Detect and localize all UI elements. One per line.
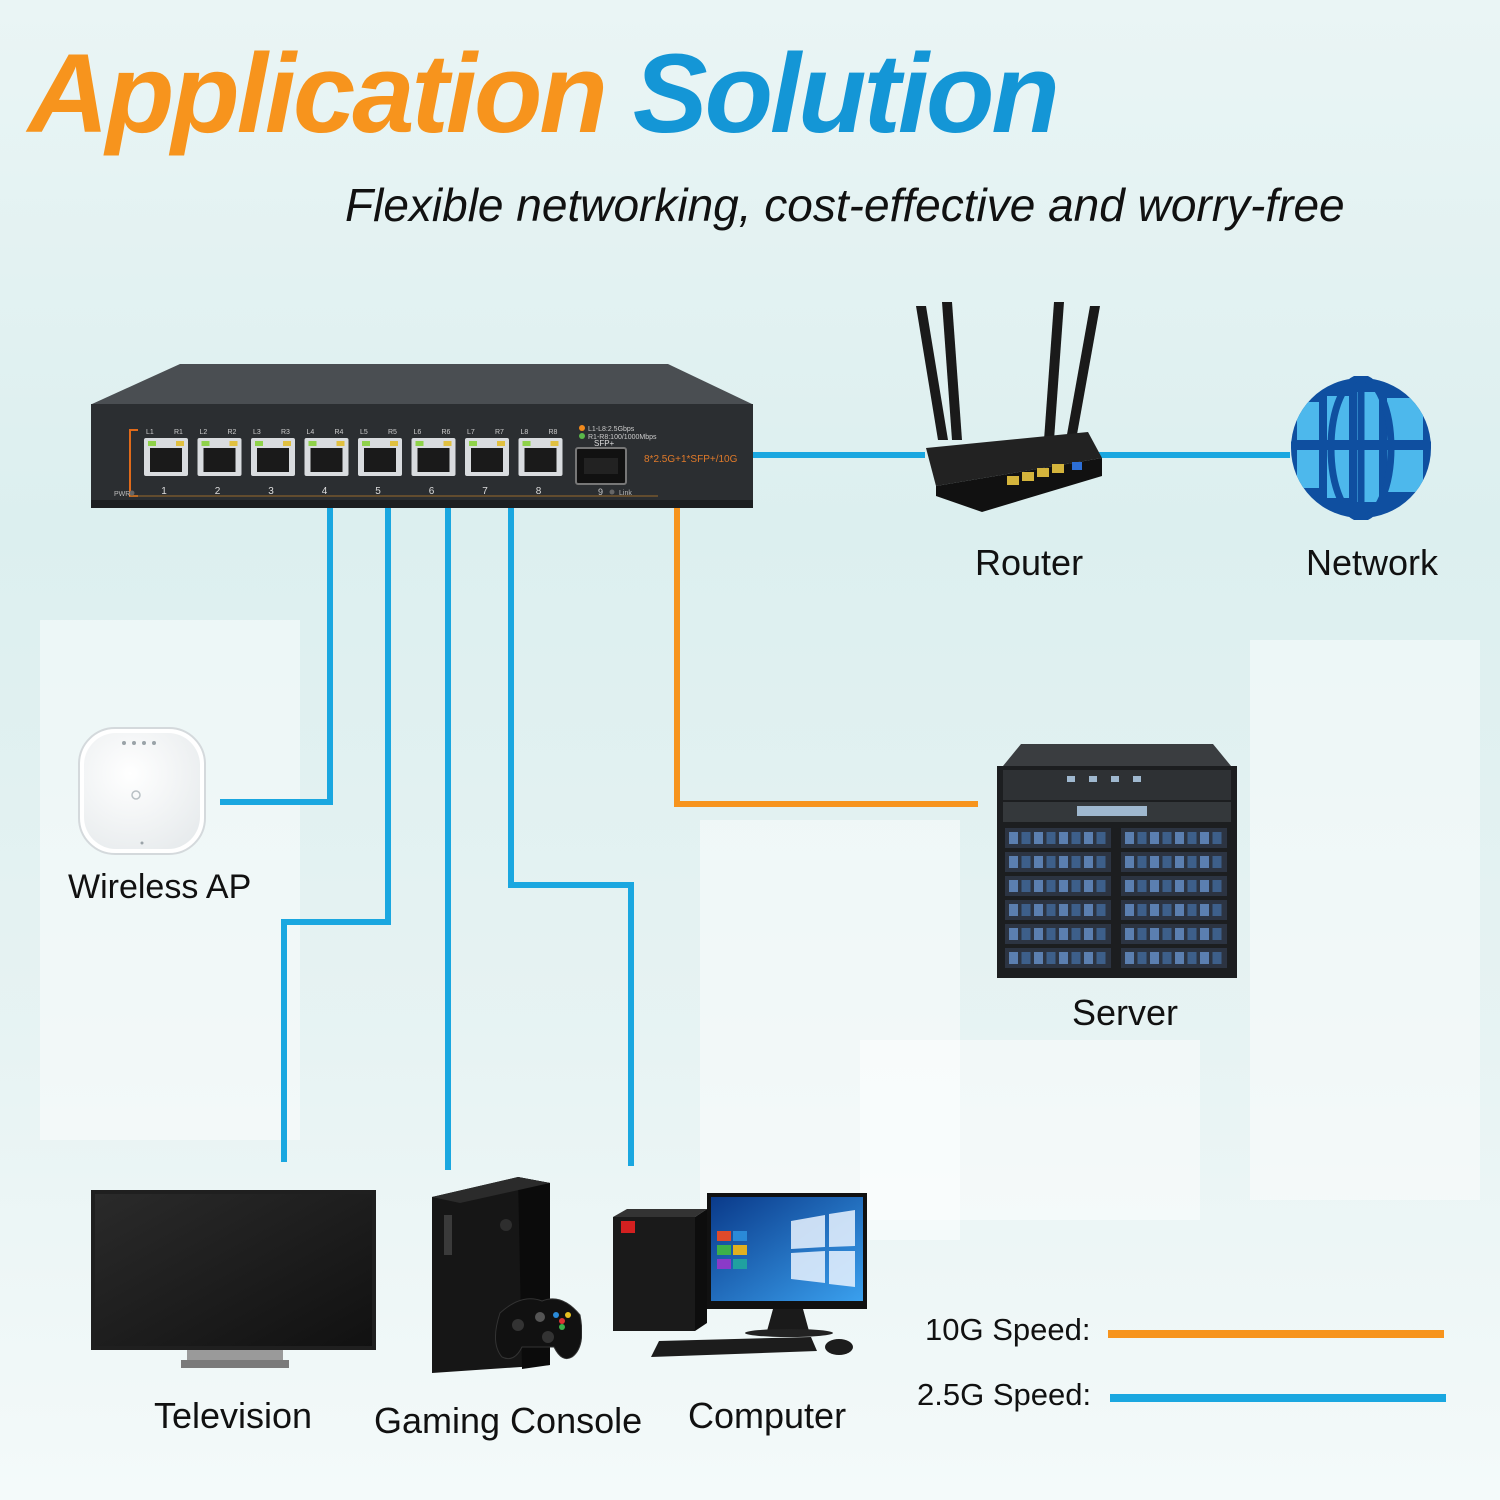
server-bay bbox=[1121, 924, 1227, 944]
port-top-label: L2 bbox=[200, 429, 208, 436]
port-number-label: 8 bbox=[536, 486, 542, 497]
gaming-console-icon bbox=[432, 1177, 582, 1373]
sfp-port-number: 9 bbox=[598, 487, 603, 497]
page-subtitle: Flexible networking, cost-effective and … bbox=[345, 179, 1345, 231]
port-number-label: 1 bbox=[161, 486, 167, 497]
port-top-label: R2 bbox=[228, 429, 237, 436]
link-switch-to-server bbox=[674, 505, 978, 807]
legend-10g-label: 10G Speed: bbox=[925, 1312, 1091, 1347]
background-block bbox=[40, 620, 300, 1140]
port-number-label: 6 bbox=[429, 486, 435, 497]
server-bay bbox=[1005, 852, 1111, 872]
port-top-label: R7 bbox=[495, 429, 504, 436]
port-top-label: R6 bbox=[442, 429, 451, 436]
television-icon bbox=[91, 1190, 376, 1368]
background-block bbox=[1250, 640, 1480, 1200]
sfp-label: SFP+ bbox=[594, 439, 615, 448]
switch-port-4: 4 L4 R4 bbox=[304, 429, 349, 497]
server-bay bbox=[1121, 852, 1227, 872]
background-block bbox=[860, 1040, 1200, 1220]
network-globe-icon bbox=[1291, 376, 1431, 520]
computer-label: Computer bbox=[688, 1395, 847, 1436]
status-text-l: L1-L8:2.5Gbps bbox=[588, 426, 635, 433]
server-bay bbox=[1121, 876, 1227, 896]
link-switch-to-television bbox=[281, 505, 391, 1162]
wireless-ap-icon bbox=[78, 727, 206, 855]
legend-25g-label: 2.5G Speed: bbox=[917, 1377, 1092, 1412]
page-title: Application Solution bbox=[28, 38, 1060, 150]
switch-port-5: 5 L5 R5 bbox=[358, 429, 402, 497]
port-top-label: L3 bbox=[253, 429, 261, 436]
server-bay bbox=[1005, 924, 1111, 944]
television-label: Television bbox=[154, 1395, 313, 1436]
port-top-label: L1 bbox=[146, 429, 154, 436]
title-word-application: Application bbox=[28, 31, 608, 156]
switch-port-8: 8 L8 R8 bbox=[518, 429, 563, 497]
server-bay bbox=[1005, 948, 1111, 968]
server-icon bbox=[997, 744, 1237, 978]
port-top-label: R8 bbox=[549, 429, 558, 436]
link-switch-to-wireless-ap bbox=[220, 505, 333, 805]
background-block bbox=[700, 820, 960, 1240]
legend-25g-line bbox=[1110, 1394, 1446, 1402]
server-bay bbox=[1005, 900, 1111, 920]
title-word-solution: Solution bbox=[632, 31, 1060, 156]
port-number-label: 2 bbox=[215, 486, 221, 497]
server-bay bbox=[1121, 828, 1227, 848]
switch-port-6: 6 L6 R6 bbox=[411, 429, 456, 497]
port-top-label: L7 bbox=[467, 429, 475, 436]
port-top-label: R1 bbox=[174, 429, 183, 436]
legend-10g-line bbox=[1108, 1330, 1444, 1338]
port-top-label: L5 bbox=[360, 429, 368, 436]
port-top-label: R4 bbox=[335, 429, 344, 436]
server-label: Server bbox=[1072, 992, 1179, 1033]
link-label: Link bbox=[619, 490, 632, 497]
server-bay bbox=[1121, 948, 1227, 968]
computer-icon bbox=[613, 1193, 867, 1357]
port-number-label: 7 bbox=[482, 486, 488, 497]
router-icon bbox=[916, 302, 1102, 512]
network-switch: 1 L1 R1 2 L2 R2 3 L3 R3 4 L4 R4 5 L5 R5 6 L6 R6 7 L7 R7 8 L8 R8… bbox=[91, 364, 753, 508]
switch-port-7: 7 L7 R7 bbox=[465, 429, 509, 497]
server-bay bbox=[1121, 900, 1227, 920]
switch-port-2: 2 L2 R2 bbox=[197, 429, 242, 497]
link-switch-to-computer bbox=[508, 505, 634, 1166]
network-label: Network bbox=[1306, 542, 1439, 583]
switch-port-1: 1 L1 R1 bbox=[144, 429, 188, 497]
port-top-label: R3 bbox=[281, 429, 290, 436]
port-number-label: 3 bbox=[268, 486, 274, 497]
port-top-label: R5 bbox=[388, 429, 397, 436]
server-bay bbox=[1005, 876, 1111, 896]
server-bay bbox=[1005, 828, 1111, 848]
port-top-label: L6 bbox=[414, 429, 422, 436]
gaming-console-label: Gaming Console bbox=[374, 1400, 643, 1441]
switch-model-text: 8*2.5G+1*SFP+/10G bbox=[644, 454, 738, 465]
port-number-label: 5 bbox=[375, 486, 381, 497]
router-label: Router bbox=[975, 542, 1084, 583]
wireless-ap-label: Wireless AP bbox=[68, 868, 252, 906]
switch-port-3: 3 L3 R3 bbox=[251, 429, 295, 497]
pwr-label: PWR bbox=[114, 491, 130, 498]
port-number-label: 4 bbox=[322, 486, 328, 497]
status-text-r: R1-R8:100/1000Mbps bbox=[588, 434, 657, 441]
port-top-label: L4 bbox=[307, 429, 315, 436]
port-top-label: L8 bbox=[521, 429, 529, 436]
